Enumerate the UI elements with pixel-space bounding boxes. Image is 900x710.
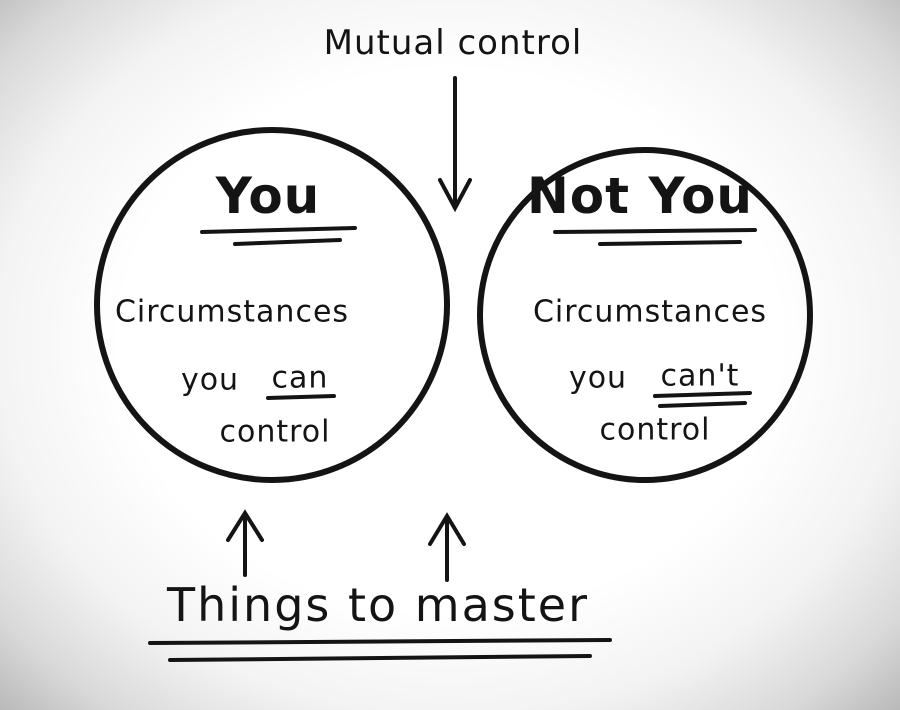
- hatch-line: [360, 260, 560, 440]
- right-text-line1: Circumstances: [532, 294, 768, 330]
- hatch-line: [360, 216, 560, 396]
- left-text-can: can: [271, 360, 329, 396]
- you-underline-1: [200, 226, 357, 234]
- not-you-title: Not You: [526, 167, 754, 225]
- hatch-line: [360, 304, 560, 484]
- notyou-underline-2: [598, 240, 742, 246]
- hatch-line: [360, 370, 560, 550]
- mutual-control-label: Mutual control: [323, 23, 583, 63]
- right-text-you: you: [568, 360, 628, 396]
- hatch-line: [360, 326, 560, 506]
- arrow-left-head: [226, 509, 264, 542]
- hatch-line: [360, 238, 560, 418]
- cant-underline-1: [653, 391, 752, 398]
- left-circle: [94, 127, 450, 483]
- right-text-cant: can't: [660, 358, 740, 394]
- arrow-center-head: [428, 512, 466, 546]
- you-title: You: [215, 167, 321, 225]
- cant-underline-2: [658, 401, 747, 408]
- right-circle: [477, 147, 813, 483]
- left-text-line3: control: [219, 414, 331, 450]
- things-to-master-label: Things to master: [167, 578, 589, 632]
- bottom-underline-2: [168, 654, 592, 662]
- right-text-line3: control: [599, 412, 711, 448]
- can-underline: [266, 394, 336, 400]
- you-underline-2: [233, 238, 342, 246]
- notyou-underline-1: [553, 228, 757, 234]
- arrow-mutual-head: [438, 178, 472, 213]
- bottom-underline-1: [148, 638, 612, 645]
- left-text-line1: Circumstances: [114, 294, 350, 330]
- left-text-you: you: [180, 362, 240, 398]
